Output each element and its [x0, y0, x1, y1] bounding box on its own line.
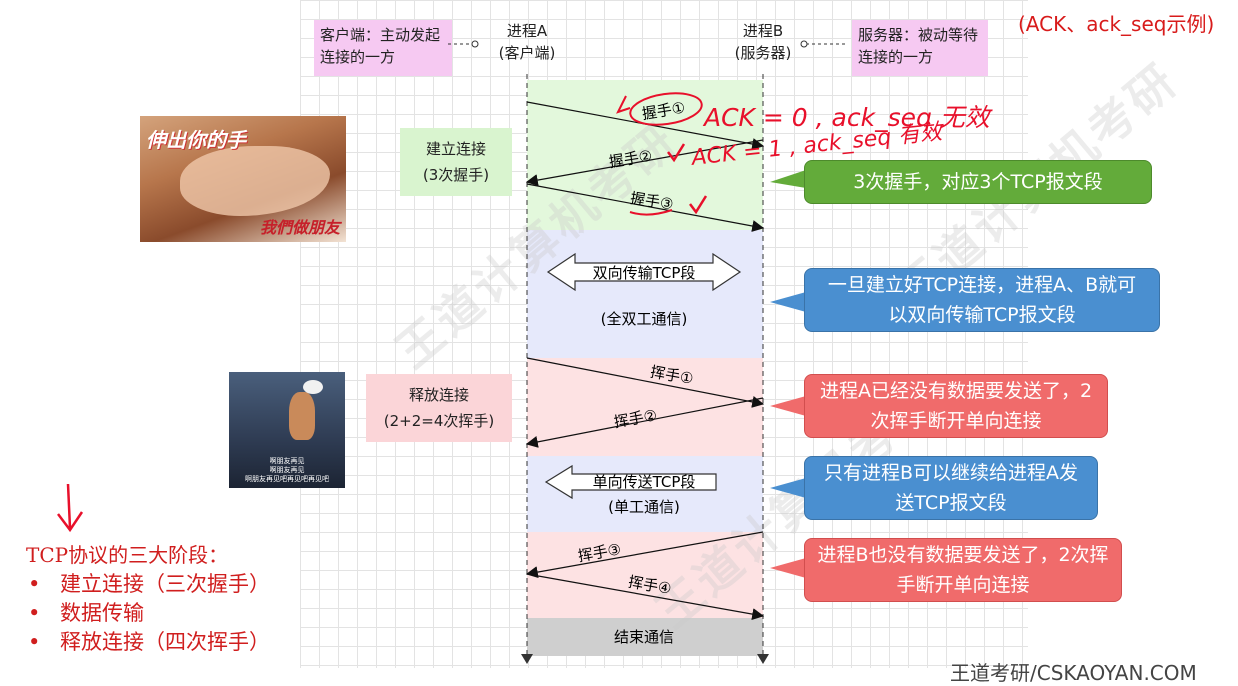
band-wave34 — [527, 532, 763, 618]
duplex-label: 双向传输TCP段 — [593, 264, 696, 282]
callout-wave34: 进程B也没有数据要发送了，2次挥手断开单向连接 — [804, 538, 1122, 602]
wave-4-label: 挥手④ — [627, 573, 673, 598]
tcp-stages-list: 建立连接（三次握手） 数据传输 释放连接（四次挥手） — [26, 570, 270, 657]
wave-caption-line: 啊朋友再见吧再见吧再见吧 — [245, 475, 329, 483]
end-label: 结束通信 — [614, 628, 674, 646]
cartoon-figure — [289, 392, 315, 440]
client-note: 客户端：主动发起连接的一方 — [314, 20, 452, 76]
callout-wave12: 进程A已经没有数据要发送了，2次挥手断开单向连接 — [804, 374, 1108, 438]
tcp-stages-title: TCP协议的三大阶段： — [26, 543, 229, 567]
simplex-arrow — [544, 464, 717, 500]
callout-tail-handshake — [770, 170, 806, 188]
stages-down-arrow — [57, 483, 84, 533]
callout-tail-duplex — [770, 292, 806, 312]
callout-tail-wave12 — [770, 396, 806, 416]
handshake-2-arrow — [525, 139, 764, 187]
underline-3 — [629, 209, 673, 216]
hands-image-shape — [180, 146, 330, 216]
handshake-2-label: 握手② — [608, 147, 654, 172]
process-a-name: 进程A — [506, 22, 548, 40]
duplex-double-arrow — [546, 252, 742, 292]
stage-item: 建立连接（三次握手） — [26, 570, 270, 599]
handshake-3-label: 握手③ — [629, 189, 675, 214]
callout-tail-simplex — [770, 478, 806, 498]
band-duplex — [527, 230, 763, 358]
wave-3-arrow — [525, 531, 764, 579]
band-wave12 — [527, 358, 763, 456]
process-a-role: (客户端) — [498, 44, 556, 62]
wave-3-label: 挥手③ — [577, 540, 623, 565]
header-note: (ACK、ack_seq示例) — [1018, 12, 1215, 36]
callout-simplex: 只有进程B可以继续给进程A发送TCP报文段 — [804, 456, 1098, 520]
handshake-3-arrow — [526, 183, 765, 232]
lifeline-b-arrowhead — [757, 654, 769, 664]
process-b-header: 进程B (服务器) — [714, 20, 812, 64]
process-b-role: (服务器) — [734, 44, 792, 62]
wave-caption-line: 啊朋友再见 — [269, 457, 305, 465]
wave-2-label: 挥手② — [613, 406, 659, 431]
server-connector-end — [800, 40, 808, 48]
wave-caption-line: 啊朋友再见 — [269, 466, 305, 474]
wave-2-arrow — [525, 397, 764, 448]
process-a-header: 进程A (客户端) — [478, 20, 576, 64]
band-end — [527, 618, 763, 656]
cartoon-hand — [303, 380, 323, 394]
phase-establish-label: 建立连接 (3次握手) — [400, 128, 512, 196]
phase-release-sub: (2+2=4次挥手) — [383, 412, 495, 430]
duplex-sub: (全双工通信) — [601, 310, 688, 328]
wave-1-arrow — [526, 357, 765, 408]
hands-caption-top: 伸出你的手 — [146, 128, 246, 152]
tcp-stages: TCP协议的三大阶段： 建立连接（三次握手） 数据传输 释放连接（四次挥手） — [26, 540, 270, 657]
stage-item: 数据传输 — [26, 599, 270, 628]
handshake-1-label: 握手① — [641, 98, 687, 123]
band-establish — [527, 80, 763, 230]
phase-release-title: 释放连接 — [408, 386, 469, 404]
simplex-sub: (单工通信) — [608, 498, 680, 516]
server-note: 服务器：被动等待连接的一方 — [852, 20, 988, 76]
phase-release-label: 释放连接 (2+2=4次挥手) — [366, 374, 512, 442]
wave-caption: 啊朋友再见 啊朋友再见 啊朋友再见吧再见吧再见吧 — [229, 457, 345, 484]
callout-tail-wave34 — [770, 558, 806, 578]
handwritten-ack0: ACK = 0 , ack_seq 无效 — [702, 103, 993, 132]
handshake-1-circle — [629, 92, 703, 126]
stage-item: 释放连接（四次挥手） — [26, 628, 270, 657]
sequence-diagram: 握手① 握手② 握手③ ACK = 0 , ack_seq 无效 ACK = 1… — [57, 40, 993, 664]
simplex-label: 单向传送TCP段 — [593, 473, 696, 491]
phase-establish-title: 建立连接 — [425, 140, 486, 158]
phase-establish-sub: (3次握手) — [422, 166, 490, 184]
check-mark-2 — [667, 143, 686, 163]
wave-1-label: 挥手① — [649, 363, 695, 388]
footer-brand: 王道考研/CSKAOYAN.COM — [950, 661, 1197, 685]
lifeline-a-arrowhead — [521, 654, 533, 664]
red-arrow-mark — [616, 95, 631, 114]
callout-handshake: 3次握手，对应3个TCP报文段 — [804, 160, 1152, 204]
hands-caption-bottom: 我們做朋友 — [259, 218, 340, 237]
hands-image: 伸出你的手 我們做朋友 — [140, 116, 346, 242]
check-mark-3 — [689, 195, 708, 215]
callout-duplex: 一旦建立好TCP连接，进程A、B就可以双向传输TCP报文段 — [804, 268, 1160, 332]
wave-4-arrow — [526, 573, 765, 621]
process-b-name: 进程B — [742, 22, 784, 40]
wave-cartoon-image: 啊朋友再见 啊朋友再见 啊朋友再见吧再见吧再见吧 — [229, 372, 345, 488]
client-connector-end — [471, 40, 479, 48]
